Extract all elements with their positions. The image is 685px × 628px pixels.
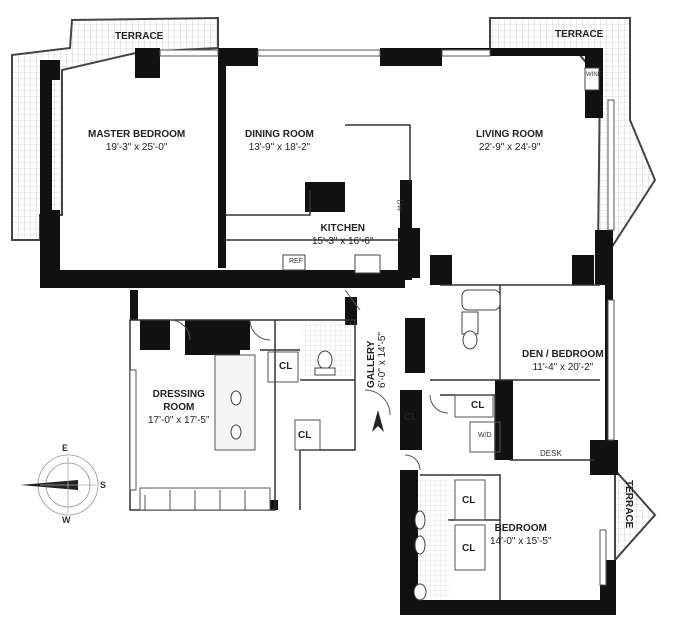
bedroom-dims: 14'-0" x 15'-5" — [490, 536, 552, 547]
entry-arrow — [372, 410, 384, 432]
dishwasher-label: DW — [395, 199, 403, 212]
closet-label: CL — [298, 430, 312, 441]
gallery-name: GALLERY — [366, 340, 377, 388]
dressing-room-name2: ROOM — [163, 402, 195, 413]
master-bedroom-name: MASTER BEDROOM — [88, 129, 186, 140]
gallery-dims: 6'-0" x 14'-5" — [377, 332, 388, 388]
den-bedroom-label: DEN / BEDROOM 11'-4" x 20'-2" — [522, 348, 604, 374]
dressing-room-dims: 17'-0" x 17'-5" — [148, 415, 210, 426]
windows — [129, 49, 615, 586]
closet-label: CL — [471, 400, 485, 411]
closet-label: CL — [462, 543, 476, 554]
bedroom-name: BEDROOM — [494, 523, 547, 534]
closet-label: CL — [404, 412, 418, 423]
kitchen-label: KITCHEN 15'-3" x 16'-6" — [312, 222, 374, 248]
ref-label: REF — [289, 258, 303, 265]
dining-room-name: DINING ROOM — [245, 129, 314, 140]
compass-south-letter: W — [62, 515, 71, 525]
fixtures — [230, 67, 600, 601]
compass-east-letter: S — [100, 480, 107, 490]
gallery-column — [408, 318, 422, 373]
gallery-label: GALLERY 6'-0" x 14'-5" — [366, 332, 388, 388]
closet-label: CL — [462, 495, 476, 506]
desk-label: DESK — [540, 449, 562, 458]
dressing-room-name: DRESSING — [152, 389, 205, 400]
living-room-dims: 22'-9" x 24'-9" — [478, 142, 541, 153]
door-swings — [169, 289, 449, 471]
compass-north-letter: E — [62, 443, 69, 453]
walls — [40, 48, 618, 615]
terrace-left — [11, 16, 219, 241]
master-bedroom-dims: 19'-3" x 25'-0" — [105, 142, 168, 153]
den-bedroom-name: DEN / BEDROOM — [522, 349, 604, 360]
terrace-left-label: TERRACE — [115, 31, 164, 42]
bedroom-label: BEDROOM 14'-0" x 15'-5" — [490, 522, 552, 548]
terrace-bottom — [614, 467, 657, 563]
living-room-name: LIVING ROOM — [476, 129, 544, 140]
kitchen-name: KITCHEN — [320, 223, 365, 234]
compass-rose — [20, 454, 99, 516]
den-bedroom-dims: 11'-4" x 20'-2" — [532, 362, 594, 373]
washer-dryer-label: W/D — [478, 432, 492, 439]
dining-room-label: DINING ROOM 13'-9" x 18'-2" — [245, 128, 314, 154]
master-bedroom-label: MASTER BEDROOM 19'-3" x 25'-0" — [88, 128, 185, 154]
dressing-room-label: DRESSING ROOM 17'-0" x 17'-5" — [148, 388, 210, 427]
living-room-label: LIVING ROOM 22'-9" x 24'-9" — [476, 128, 543, 154]
wine-label: WINE — [586, 72, 602, 78]
dining-room-dims: 13'-9" x 18'-2" — [248, 142, 311, 153]
kitchen-dims: 15'-3" x 16'-6" — [312, 236, 374, 247]
terrace-right-label: TERRACE — [555, 29, 604, 40]
terrace-bottom-label: TERRACE — [623, 480, 634, 529]
closet-label: CL — [279, 361, 293, 372]
